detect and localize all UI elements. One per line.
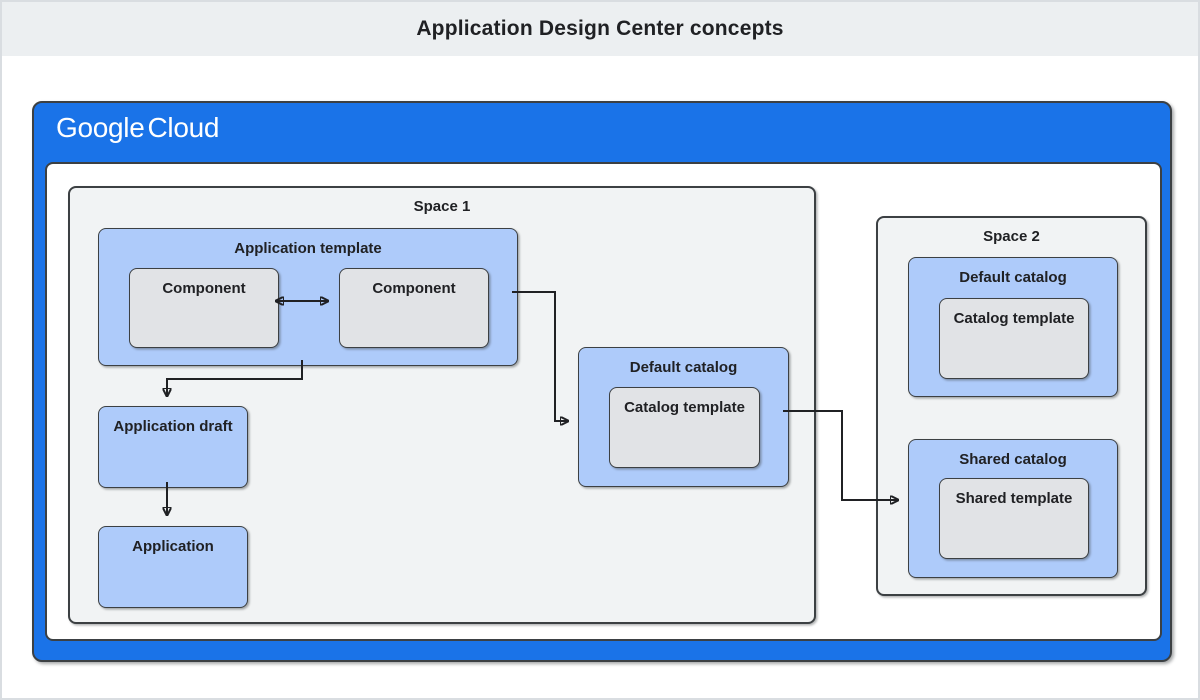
google-logo-text: Google xyxy=(56,112,145,143)
catalog-template-space2-label: Catalog template xyxy=(953,310,1075,327)
shared-catalog-box-space2: Shared catalog Shared template xyxy=(908,439,1118,578)
application-label: Application xyxy=(132,538,214,555)
shared-catalog-label: Shared catalog xyxy=(959,451,1067,468)
default-catalog-space1-label: Default catalog xyxy=(629,359,738,376)
application-template-label: Application template xyxy=(234,240,382,257)
space-1-label: Space 1 xyxy=(413,198,471,215)
space-2-label: Space 2 xyxy=(983,228,1040,245)
default-catalog-space2-label: Default catalog xyxy=(959,269,1067,286)
component-2-label: Component xyxy=(372,280,456,297)
component-box-1: Component xyxy=(129,268,279,348)
space-1-panel: Space 1 Application template Component C… xyxy=(68,186,816,624)
cloud-logo-text: Cloud xyxy=(147,112,220,143)
default-catalog-box-space1: Default catalog Catalog template xyxy=(578,347,789,487)
space-2-panel: Space 2 Default catalog Catalog template… xyxy=(876,216,1147,596)
page-title-banner: Application Design Center concepts xyxy=(2,2,1198,56)
shared-template-label: Shared template xyxy=(955,490,1073,507)
application-draft-label: Application draft xyxy=(113,418,233,435)
catalog-template-box-space2: Catalog template xyxy=(939,298,1089,379)
page-title: Application Design Center concepts xyxy=(416,17,784,40)
project-canvas: Space 1 Application template Component C… xyxy=(45,162,1162,641)
catalog-template-space1-label: Catalog template xyxy=(624,399,745,416)
default-catalog-box-space2: Default catalog Catalog template xyxy=(908,257,1118,397)
shared-template-box: Shared template xyxy=(939,478,1089,559)
component-box-2: Component xyxy=(339,268,489,348)
application-template-box: Application template Component Component xyxy=(98,228,518,366)
component-1-label: Component xyxy=(162,280,246,297)
application-box: Application xyxy=(98,526,248,608)
application-draft-box: Application draft xyxy=(98,406,248,488)
catalog-template-box-space1: Catalog template xyxy=(609,387,760,468)
